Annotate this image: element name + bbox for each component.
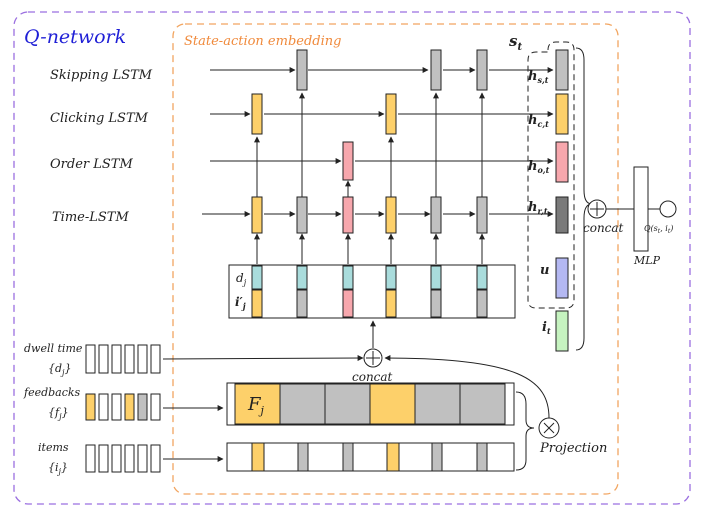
clicking-cell (385, 93, 397, 135)
state-brace (575, 47, 593, 351)
items-set: {ij} (48, 461, 68, 476)
skipping-cell (296, 49, 308, 91)
time-cell (296, 196, 308, 234)
mlp-block (633, 166, 649, 252)
projection-to-concat-arrow (384, 355, 550, 419)
clicking-lstm-label: Clicking LSTM (50, 111, 149, 126)
q-value-node (659, 200, 677, 218)
h-o-vector (555, 141, 569, 183)
state-action-embedding-frame (172, 23, 619, 495)
h-c-label: hc,t (528, 113, 549, 129)
order-lstm-label: Order LSTM (50, 157, 133, 172)
skipping-lstm-cells (296, 49, 488, 91)
input-sequence-box (228, 264, 516, 319)
feedbacks-set: {fj} (48, 406, 69, 421)
lstm-horizontal-lines (202, 67, 554, 217)
skipping-cell (476, 49, 488, 91)
mlp-label: MLP (633, 254, 661, 267)
state-vectors (555, 49, 569, 352)
feedbacks-label: feedbacks (23, 386, 81, 399)
items-label: items (38, 441, 69, 454)
projection-brace (515, 391, 535, 471)
h-r-label: hr,t (528, 200, 548, 216)
h-c-vector (555, 93, 569, 135)
time-cell (385, 196, 397, 234)
skipping-cell (430, 49, 442, 91)
clicking-cell (251, 93, 263, 135)
feedback-matrix-cells (234, 383, 506, 425)
projection-cross-b (543, 422, 555, 434)
state-action-embedding-title: State-action embedding (184, 34, 341, 49)
F-label: Fj (247, 394, 265, 417)
time-lstm-label: Time-LSTM (52, 210, 129, 225)
skipping-lstm-label: Skipping LSTM (50, 68, 153, 83)
order-cell (342, 141, 354, 181)
h-r-vector (555, 196, 569, 234)
dwell-time-label: dwell time (24, 342, 83, 355)
projection-label: Projection (539, 441, 607, 456)
state-label: st (509, 32, 522, 53)
q-value-label: Q(st, it) (644, 224, 673, 235)
lstm-vertical-arrows (254, 92, 485, 264)
dwell-time-set: {dj} (48, 362, 72, 377)
feedbacks-vectors (85, 393, 161, 421)
dwell-time-vectors (85, 344, 161, 374)
time-cell (476, 196, 488, 234)
state-dashed-region (527, 41, 575, 309)
i-t-label: it (542, 320, 551, 336)
input-i-label: i′j (235, 295, 246, 311)
items-vectors (85, 444, 161, 473)
order-lstm-cells (342, 141, 354, 181)
q-network-title: Q-network (24, 26, 126, 48)
q-network-frame (13, 11, 691, 505)
time-cell (342, 196, 354, 234)
i-t-vector (555, 310, 569, 352)
clicking-lstm-cells (251, 93, 397, 135)
h-s-label: hs,t (528, 69, 549, 85)
input-d-label: dj (236, 271, 247, 287)
item-embedding-cells (251, 442, 488, 472)
dwell-to-concat-arrow (162, 355, 364, 362)
input-concat-label: concat (352, 370, 393, 384)
time-cell (430, 196, 442, 234)
input-pairs (251, 265, 488, 318)
time-cell (251, 196, 263, 234)
item-embedding-row (226, 442, 515, 472)
u-label: u (540, 263, 549, 278)
state-concat-label: concat (583, 221, 624, 235)
time-lstm-cells (251, 196, 488, 234)
h-s-vector (555, 49, 569, 91)
u-vector (555, 257, 569, 299)
h-o-label: ho,t (528, 159, 550, 175)
